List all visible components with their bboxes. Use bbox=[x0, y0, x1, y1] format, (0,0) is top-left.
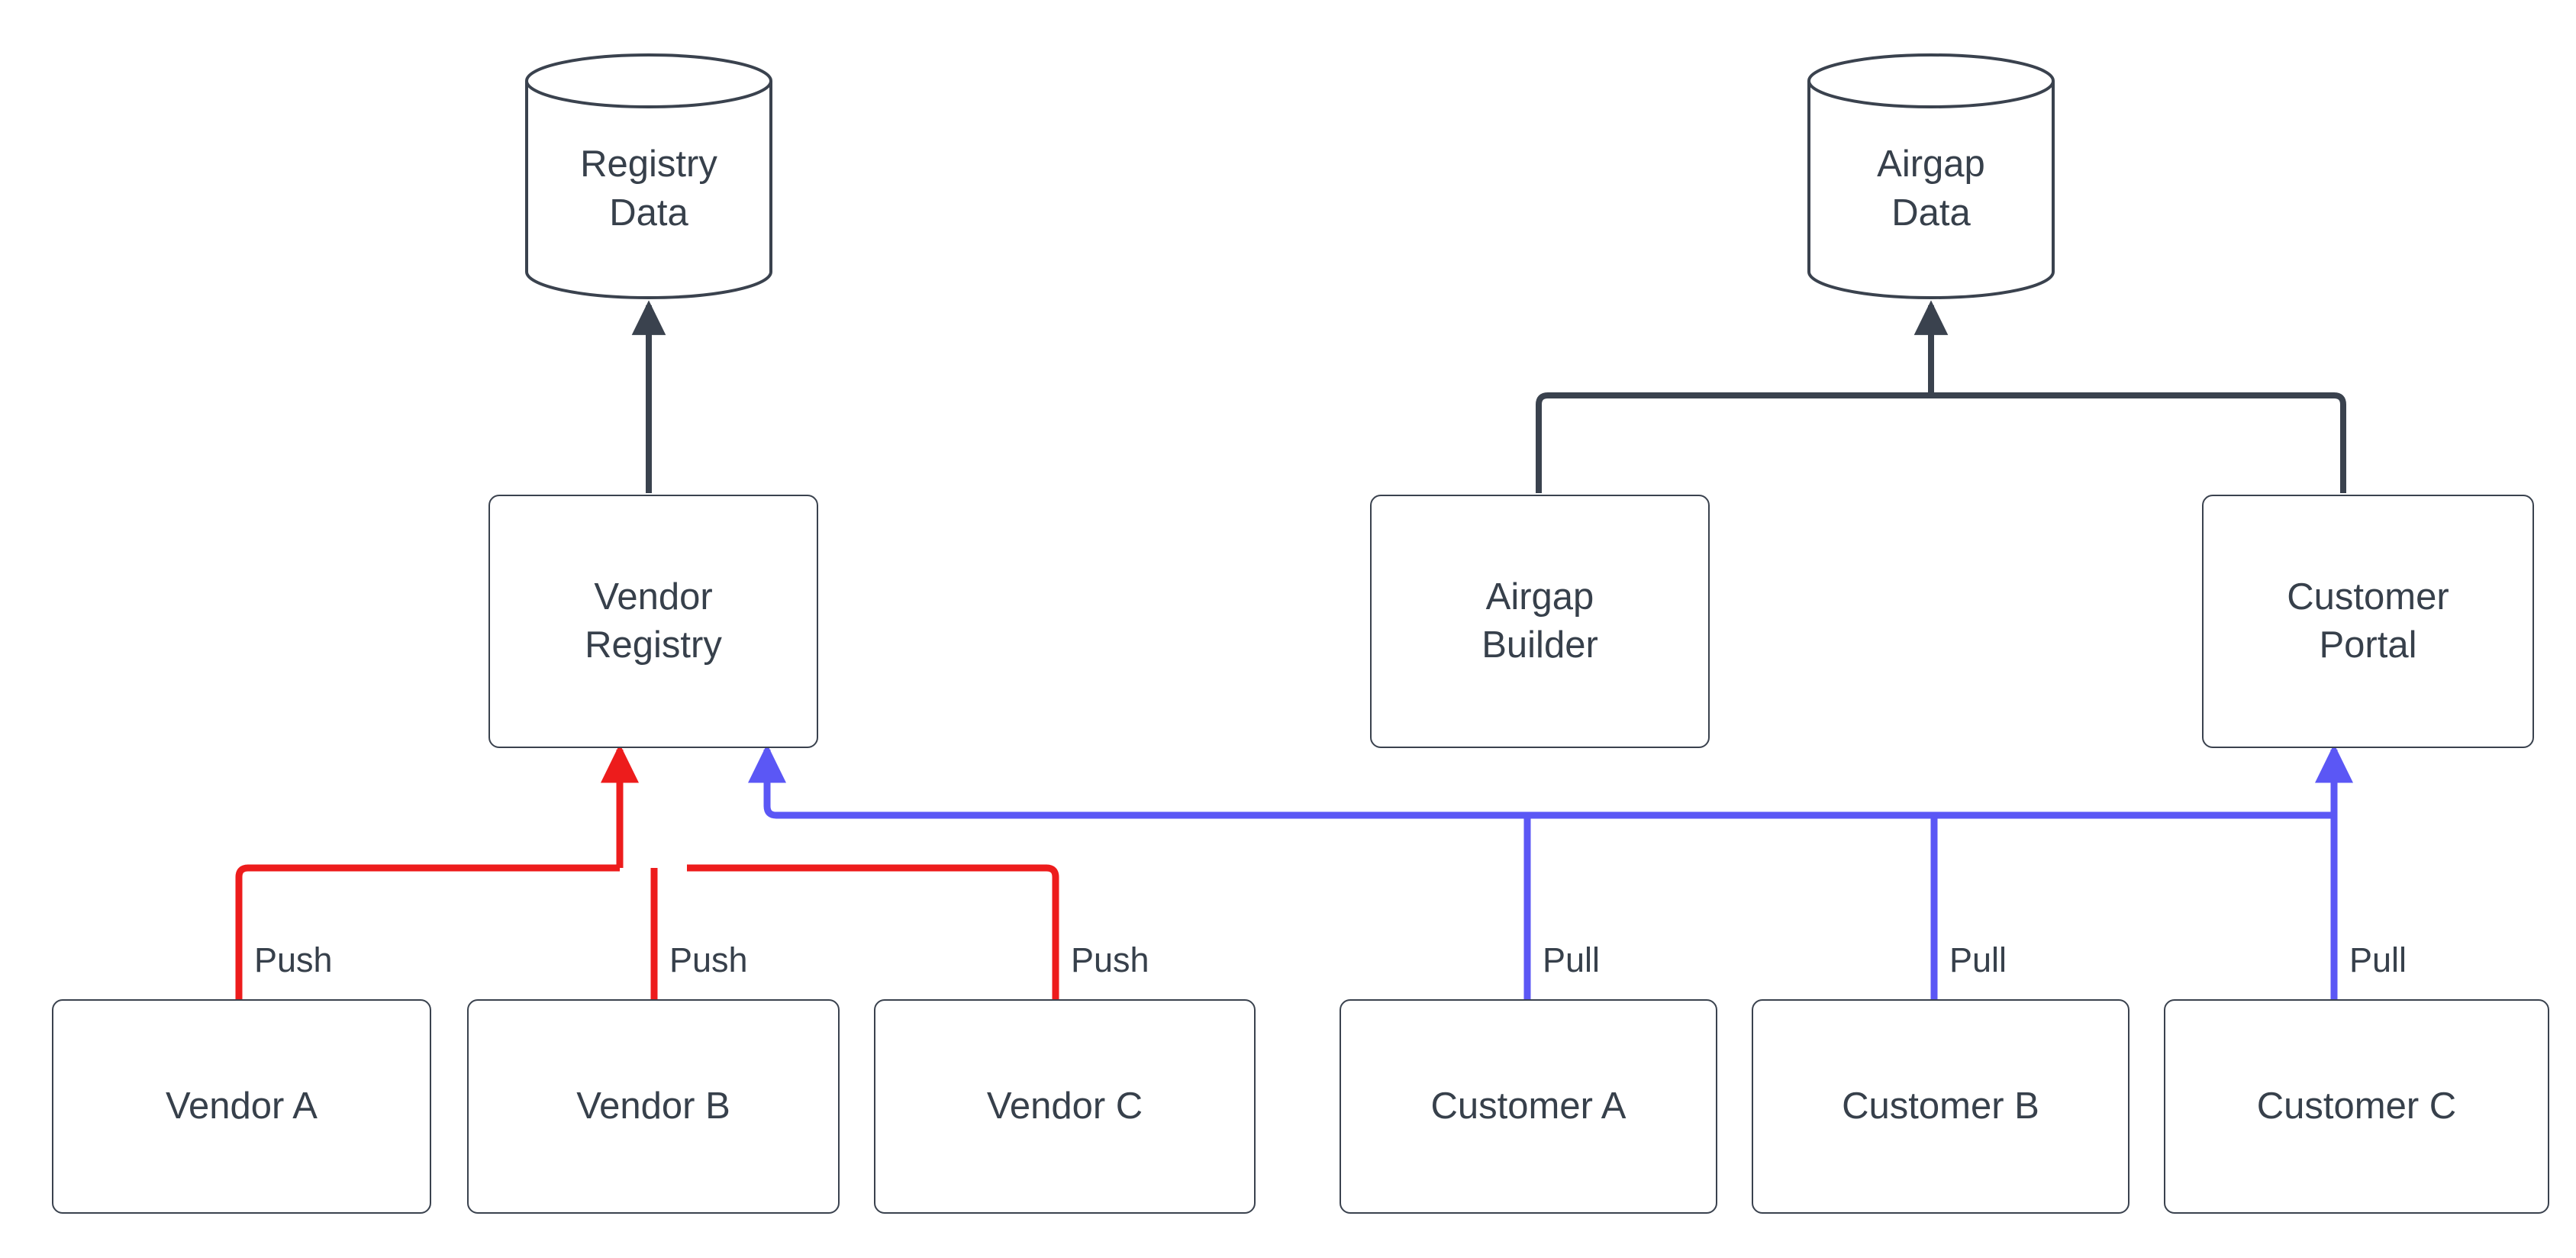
customer-a-node[interactable]: Customer A bbox=[1340, 999, 1717, 1214]
edge-label-vendor-b-push: Push bbox=[665, 940, 753, 980]
registry-data-label-line1: Registry bbox=[580, 144, 717, 185]
edge-label-customer-c-pull: Pull bbox=[2345, 940, 2412, 980]
vendor-registry-label-line2: Registry bbox=[585, 624, 722, 666]
customer-c-node[interactable]: Customer C bbox=[2164, 999, 2549, 1214]
vendor-registry-node[interactable]: Vendor Registry bbox=[488, 495, 818, 748]
customer-c-label: Customer C bbox=[2256, 1085, 2457, 1127]
customer-portal-label-line1: Customer bbox=[2287, 576, 2449, 618]
airgap-builder-node[interactable]: Airgap Builder bbox=[1370, 495, 1710, 748]
vendor-registry-label-line1: Vendor bbox=[594, 576, 713, 618]
airgap-data-label-line1: Airgap bbox=[1877, 144, 1985, 185]
edge-airgap-bus-to-airgap-data bbox=[1536, 392, 2346, 493]
registry-data-cylinder-shape bbox=[525, 53, 772, 299]
edge-label-vendor-a-push: Push bbox=[250, 940, 337, 980]
vendor-a-label: Vendor A bbox=[166, 1085, 318, 1127]
edge-label-customer-a-pull: Pull bbox=[1538, 940, 1605, 980]
registry-data-label-line2: Data bbox=[609, 192, 688, 234]
edge-vendor-a-push bbox=[235, 864, 620, 999]
airgap-data-store[interactable]: Airgap Data bbox=[1809, 81, 2053, 298]
vendor-b-node[interactable]: Vendor B bbox=[467, 999, 840, 1214]
edge-pull-bus-to-vendor-registry bbox=[747, 744, 2334, 819]
customer-b-label: Customer B bbox=[1842, 1085, 2039, 1127]
vendor-c-label: Vendor C bbox=[986, 1085, 1143, 1127]
airgap-builder-label-line1: Airgap bbox=[1485, 576, 1594, 618]
customer-portal-label-line2: Portal bbox=[2319, 624, 2417, 666]
vendor-a-node[interactable]: Vendor A bbox=[52, 999, 431, 1214]
customer-portal-node[interactable]: Customer Portal bbox=[2202, 495, 2534, 748]
customer-b-node[interactable]: Customer B bbox=[1752, 999, 2129, 1214]
edge-label-customer-b-pull: Pull bbox=[1945, 940, 2012, 980]
airgap-data-cylinder-shape bbox=[1807, 53, 2055, 299]
edge-vendor-c-push bbox=[687, 864, 1059, 999]
vendor-b-label: Vendor B bbox=[576, 1085, 730, 1127]
customer-a-label: Customer A bbox=[1430, 1085, 1627, 1127]
airgap-builder-label-line2: Builder bbox=[1481, 624, 1598, 666]
registry-data-store[interactable]: Registry Data bbox=[527, 81, 771, 298]
edge-label-vendor-c-push: Push bbox=[1066, 940, 1154, 980]
airgap-data-label-line2: Data bbox=[1891, 192, 1971, 234]
vendor-c-node[interactable]: Vendor C bbox=[874, 999, 1256, 1214]
